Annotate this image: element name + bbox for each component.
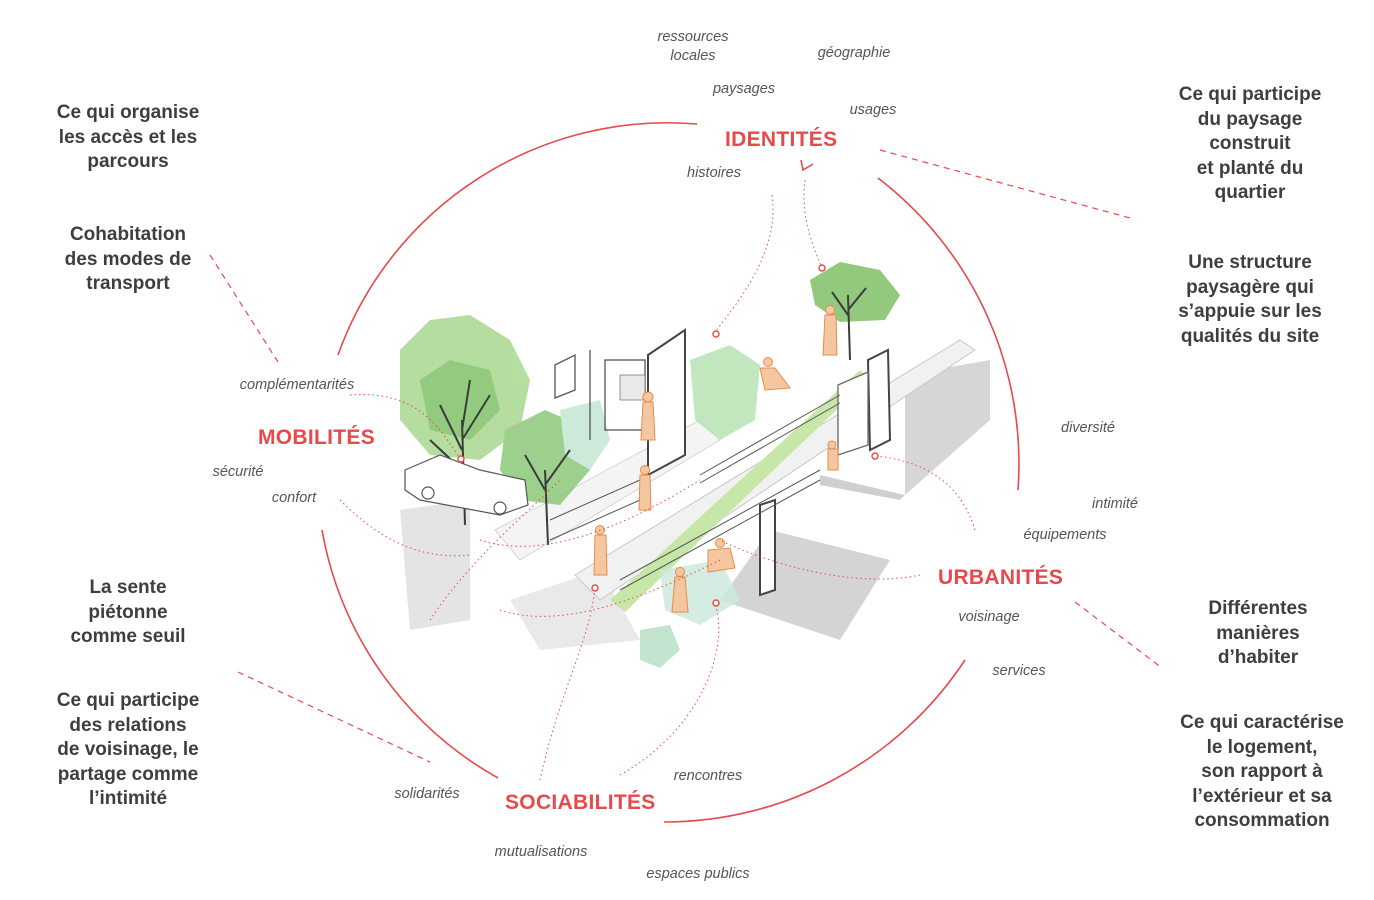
keyword-voisinage: voisinage bbox=[958, 609, 1020, 625]
flow-lines bbox=[339, 179, 976, 781]
connector-mobilites bbox=[209, 254, 279, 363]
outer-circle bbox=[321, 121, 1020, 823]
ground-right-bottom bbox=[720, 530, 890, 640]
ground-right-top bbox=[905, 360, 990, 495]
left-text-relations: Ce qui participe des relations de voisin… bbox=[56, 690, 200, 809]
keyword-complementarites: complémentarités bbox=[239, 377, 355, 393]
people-figures bbox=[593, 305, 839, 613]
right-text-habiter: Différentes manières d’habiter bbox=[1208, 598, 1308, 668]
pillar-identites: IDENTITÉS bbox=[725, 128, 838, 151]
left-text-cohabitation: Cohabitation des modes de transport bbox=[64, 224, 192, 294]
keyword-confort: confort bbox=[271, 490, 317, 506]
pillar-mobilites: MOBILITÉS bbox=[258, 426, 376, 449]
pillar-urbanites: URBANITÉS bbox=[938, 566, 1064, 589]
keyword-securite: sécurité bbox=[212, 464, 264, 480]
keyword-usages: usages bbox=[849, 102, 897, 118]
buildings bbox=[554, 328, 892, 597]
ground-left-wall bbox=[400, 500, 470, 630]
keyword-diversite: diversité bbox=[1061, 420, 1115, 436]
keyword-services: services bbox=[992, 663, 1046, 679]
right-text-structure: Une structure paysagère qui s’appuie sur… bbox=[1178, 252, 1322, 347]
connector-sociabilites bbox=[237, 671, 431, 763]
circle-arc-top-right bbox=[877, 177, 1020, 491]
connector-urbanites bbox=[1074, 601, 1163, 669]
keyword-solidarites: solidarités bbox=[394, 786, 460, 802]
pillar-sociabilites: SOCIABILITÉS bbox=[505, 791, 656, 814]
ground-strip bbox=[820, 475, 905, 500]
dashed-connectors bbox=[209, 149, 1163, 763]
keyword-histoires: histoires bbox=[687, 165, 741, 181]
keyword-mutualisations: mutualisations bbox=[494, 844, 588, 860]
keyword-ressources-locales: ressources locales bbox=[657, 29, 729, 64]
railings bbox=[549, 394, 841, 591]
arc-tick bbox=[800, 159, 814, 172]
keyword-espaces-publics: espaces publics bbox=[646, 866, 750, 882]
right-text-logement: Ce qui caractérise le logement, son rapp… bbox=[1180, 712, 1344, 831]
right-text-paysage: Ce qui participe du paysage construit et… bbox=[1178, 84, 1322, 203]
circle-arc-top-left bbox=[337, 121, 698, 356]
keyword-equipements: équipements bbox=[1023, 527, 1107, 543]
connector-identites bbox=[879, 149, 1131, 219]
circle-arc-bottom-right bbox=[663, 659, 966, 823]
keyword-paysages: paysages bbox=[712, 81, 776, 97]
keyword-geographie: géographie bbox=[817, 45, 891, 61]
left-text-organisation: Ce qui organise les accès et les parcour… bbox=[56, 102, 200, 172]
left-text-sente: La sente piétonne comme seuil bbox=[70, 577, 186, 647]
circle-arc-bottom-left bbox=[321, 529, 499, 779]
anchor-points bbox=[457, 264, 879, 607]
keyword-rencontres: rencontres bbox=[673, 768, 743, 784]
parked-car bbox=[404, 454, 529, 516]
keyword-intimite: intimité bbox=[1092, 496, 1138, 512]
